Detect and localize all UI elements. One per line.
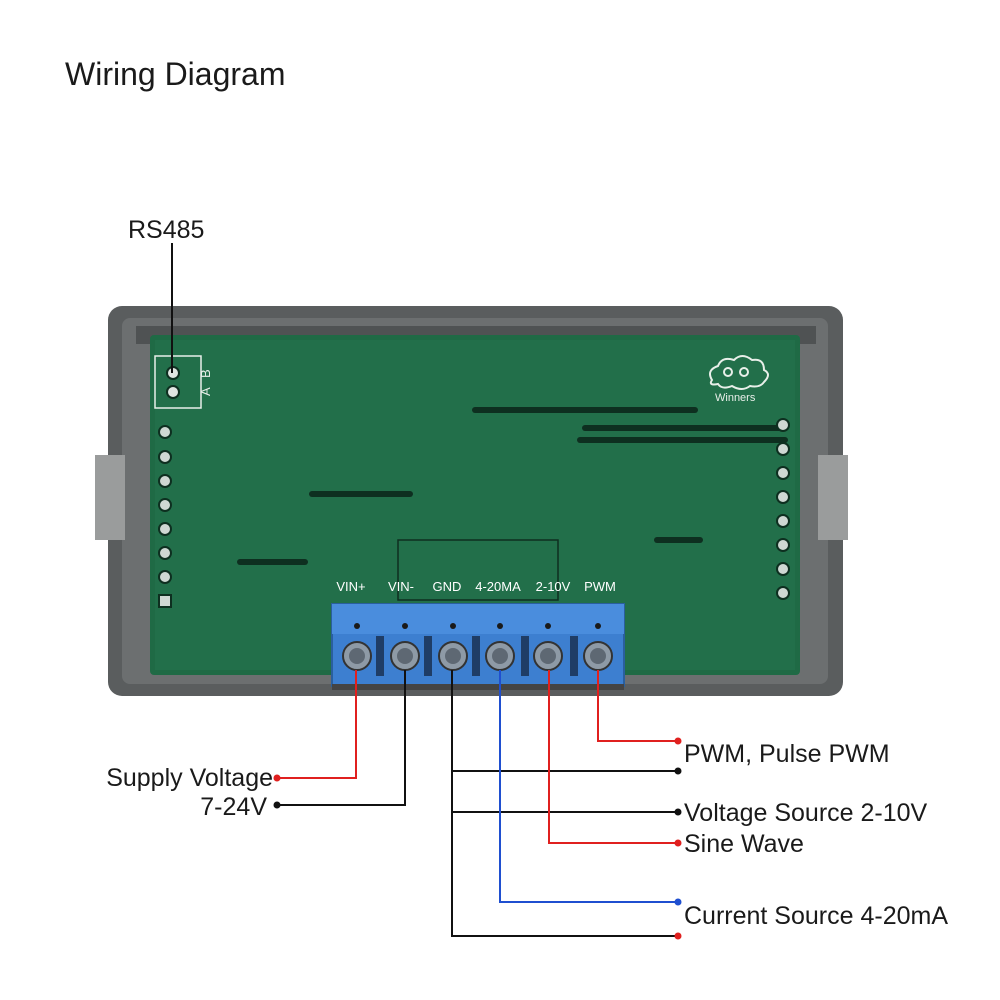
terminal-labels: VIN+ VIN- GND 4-20MA 2-10V PWM	[336, 579, 616, 594]
cloud-logo-icon	[709, 355, 769, 390]
wire-current	[499, 670, 676, 903]
rs485-label: RS485	[128, 216, 205, 244]
current-source-label: Current Source 4-20mA	[684, 902, 949, 930]
terminal-label-2-10v: 2-10V	[536, 579, 571, 594]
supply-voltage-label: Supply Voltage	[106, 764, 273, 792]
brand-label: Winners	[715, 392, 756, 404]
wire-supply-positive	[277, 670, 357, 779]
terminal-label-gnd: GND	[433, 579, 462, 594]
rs485-pin-b-label: B	[198, 369, 213, 378]
pwm-label: PWM, Pulse PWM	[684, 740, 890, 768]
page-title: Wiring Diagram	[65, 56, 286, 92]
wire-gnd	[451, 670, 676, 937]
wire-endpoints	[273, 737, 682, 940]
rs485-pin-a-label: A	[198, 387, 213, 396]
wire-voltage-signal	[548, 670, 676, 844]
terminal-label-pwm: PWM	[584, 579, 616, 594]
wire-pwm-signal	[597, 670, 676, 742]
sine-wave-label: Sine Wave	[684, 830, 804, 858]
terminal-label-vin-plus: VIN+	[336, 579, 365, 594]
wires	[277, 670, 678, 937]
terminal-label-vin-minus: VIN-	[388, 579, 414, 594]
terminal-label-4-20ma: 4-20MA	[475, 579, 521, 594]
voltage-source-label: Voltage Source 2-10V	[684, 799, 928, 827]
supply-range-label: 7-24V	[200, 793, 267, 821]
wire-supply-negative	[277, 670, 406, 806]
terminal-block	[331, 603, 625, 690]
